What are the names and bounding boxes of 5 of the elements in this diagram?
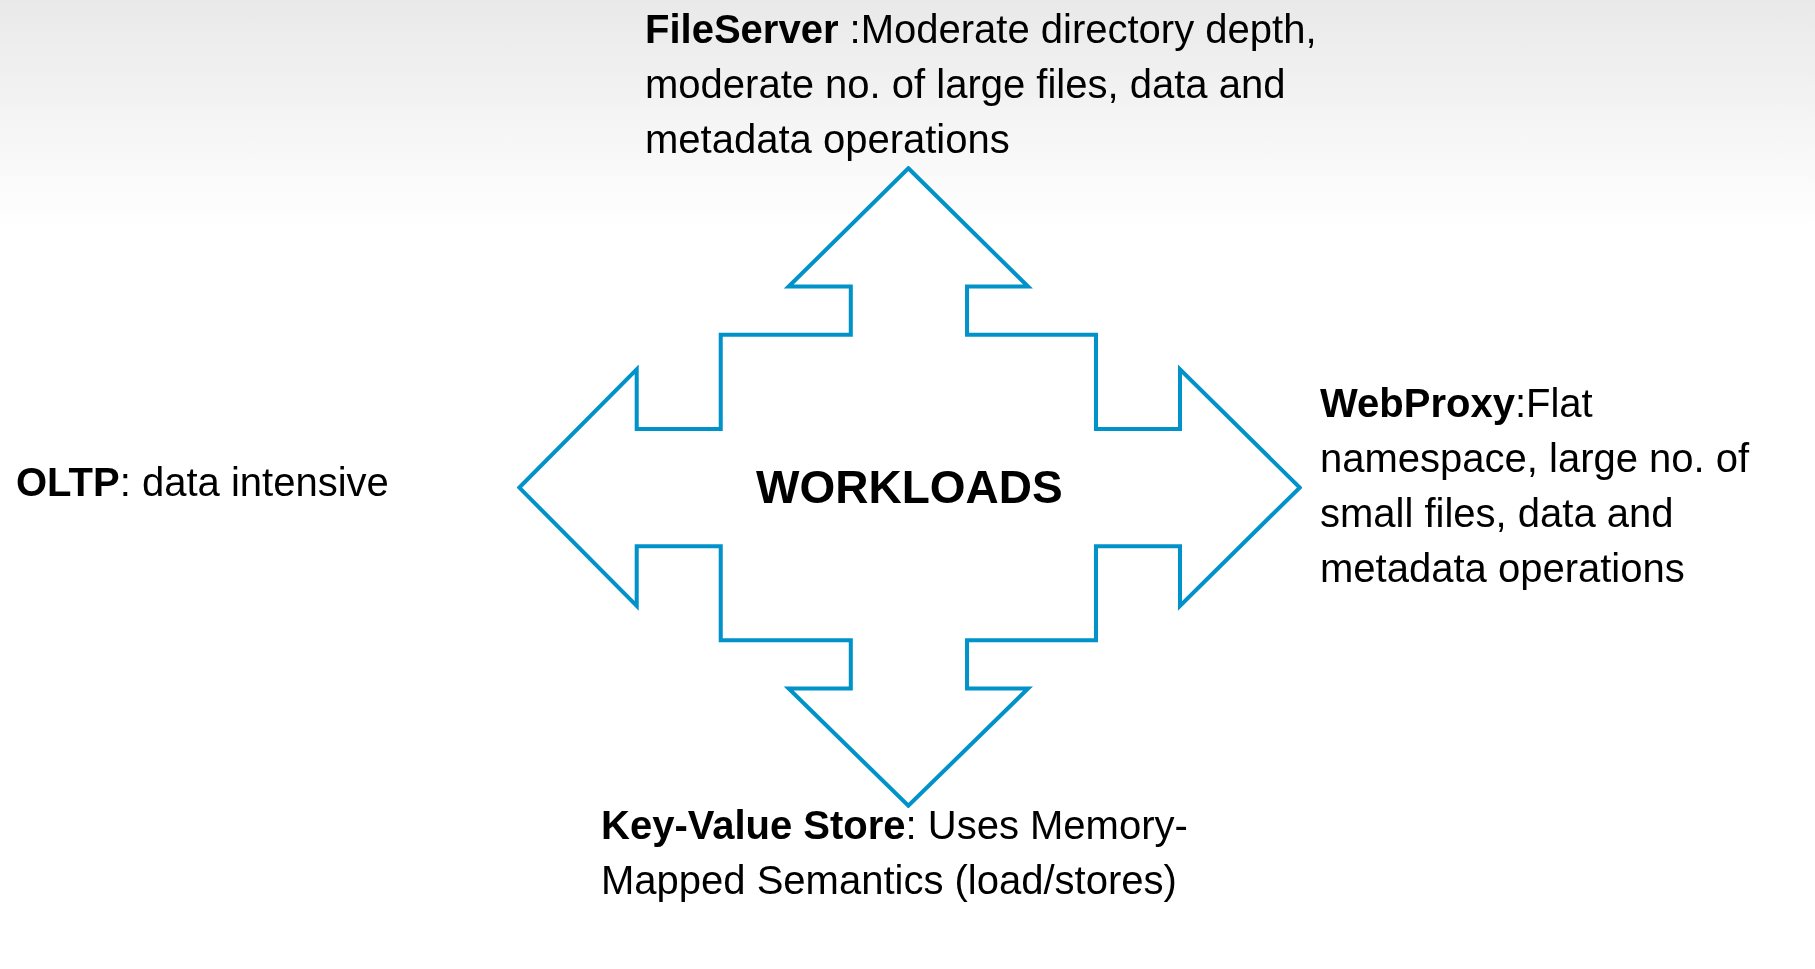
- workload-description: WebProxy:Flat namespace, large no. of small files, data and metadata operations: [1320, 380, 1751, 592]
- workload-description: FileServer :Moderate directory depth, moderate no. of large files, data and metadata operations: [645, 6, 1318, 163]
- center-label: WORKLOADS: [756, 461, 1063, 513]
- workload-description: Key-Value Store: Uses Memory-Mapped Semantics (load/stores): [601, 802, 1189, 904]
- workload-description: OLTP: data intensive: [16, 459, 390, 506]
